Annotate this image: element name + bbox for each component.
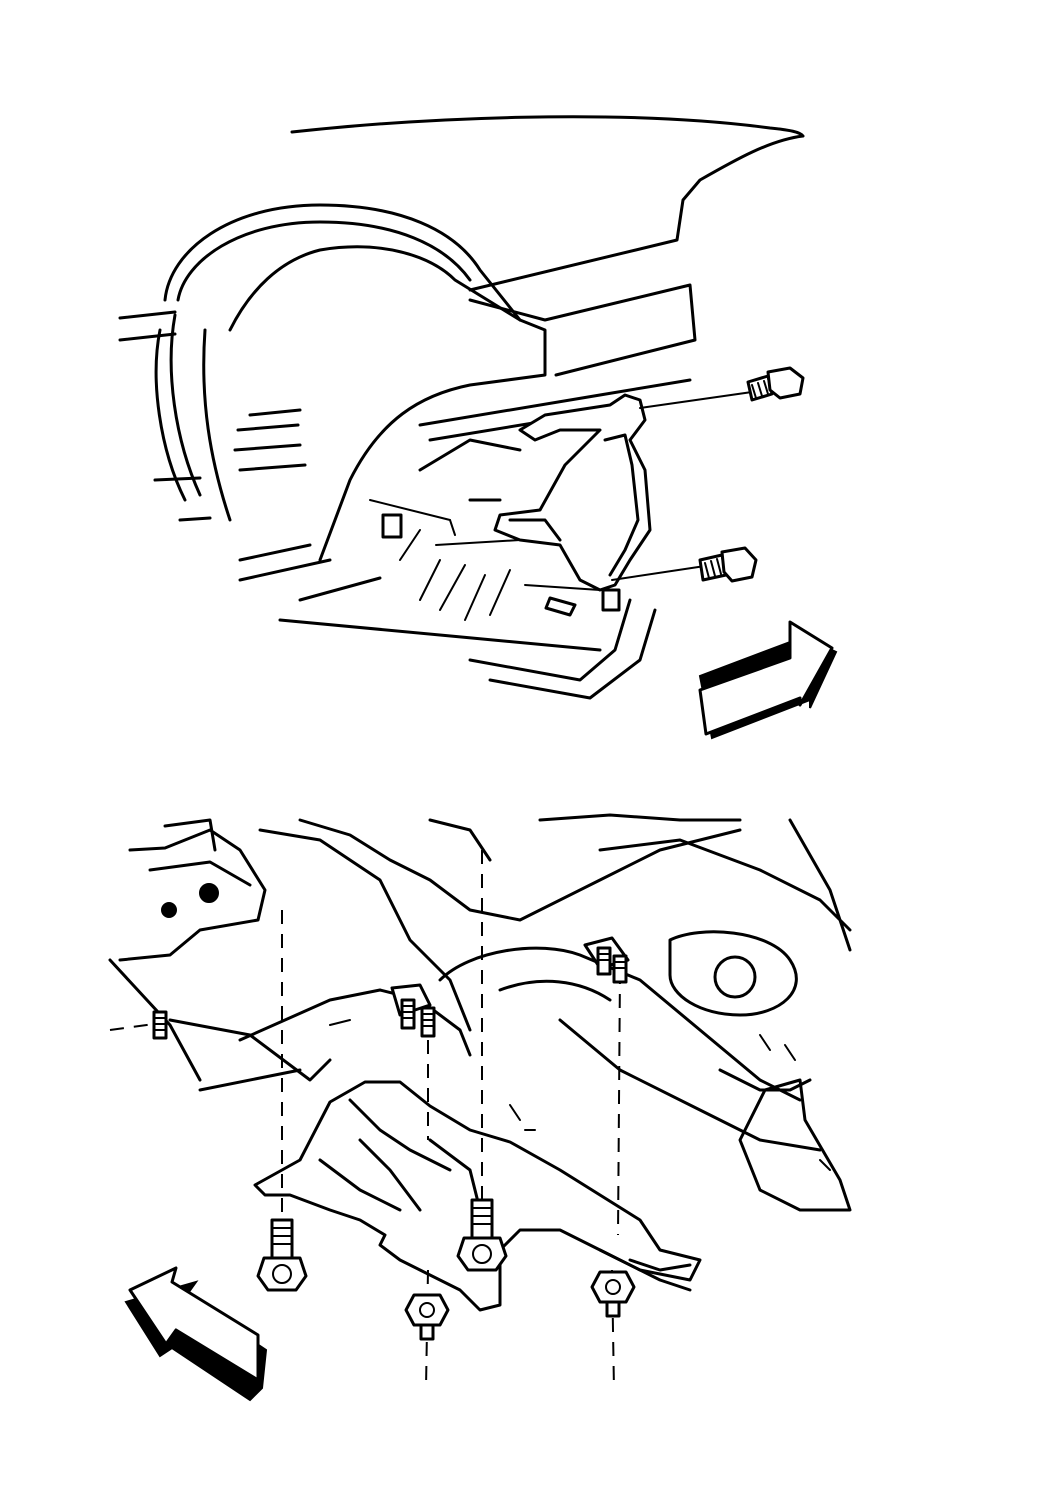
stud-left-guide [109,1023,155,1031]
stud-right-pair [583,936,630,984]
bolt-center-head [456,1236,508,1272]
direction-arrow-front-icon [698,620,838,740]
floor-hole-2 [161,902,177,918]
underbody-shield-diagram [108,813,852,1402]
bolt-left-shank [270,1218,294,1262]
bracket-flange [508,433,640,577]
bolt-left [256,1218,308,1292]
underbody-center-structure [258,818,742,1032]
nut-right-stud [605,1300,621,1318]
floor-clip [381,513,403,539]
bracket-clip [601,588,621,612]
inner-wheelhouse [228,245,547,562]
bolt-upper-leader [639,391,753,409]
bolt-lower-head [720,546,758,583]
frame-rail [418,378,692,502]
stud-left [109,1010,168,1040]
floor-hole-1 [199,883,219,903]
bolt-lower [611,546,758,583]
spare-tire-well-hole [713,955,757,999]
stud-center-2 [420,1006,436,1038]
bolt-center-shank [470,1198,494,1244]
wheelhouse-ribs [233,408,307,472]
underbody-right-structure [428,813,852,952]
nut-left-body [404,1293,450,1327]
nut-right-hole [605,1279,621,1295]
exhaust-tunnel [438,946,802,1102]
stud-center-thread [401,1005,435,1027]
nut-right-body [590,1270,636,1304]
stud-center-1 [400,998,416,1030]
bolt-lower-thread [704,558,722,579]
bolt-upper-head [766,366,805,400]
floor-tab [544,596,577,617]
bolt-upper-thread [751,380,769,399]
nut-left-hole [419,1302,435,1318]
bottom-illustration-panel [0,790,1052,1488]
heat-shield-ribs [318,1098,482,1212]
underbody-left-structure [118,828,267,962]
heat-shield-flange [598,1248,692,1292]
rear-bracket [738,1078,852,1212]
underbody-crossmember [108,818,332,1082]
wheelhouse-liner [154,313,232,522]
guide-line-6 [611,1269,615,1391]
floor-pan-edge [468,598,657,700]
spare-tire-well [668,930,798,1017]
bolt-left-head-detail [272,1264,292,1284]
wheel-arch-inner [176,220,472,302]
direction-arrow-rear-body [128,1266,260,1382]
quarter-panel-upper-line [290,115,805,292]
underbody-detail-marks [329,1019,831,1171]
nut-left [404,1293,450,1341]
nut-right [590,1270,636,1318]
bolt-center [456,1198,508,1272]
top-illustration-panel [118,115,838,740]
bolt-left-head [256,1256,308,1292]
wheel-arch-outer [163,203,522,322]
bolt-upper [639,366,805,409]
floor-hatch [369,499,511,621]
direction-arrow-front-body [698,620,834,736]
bolt-center-head-detail [472,1244,492,1264]
direction-arrow-rear-icon [124,1266,268,1402]
nut-left-stud [419,1323,435,1341]
body-sill-lines [118,310,212,522]
rocker-edge [238,543,602,652]
guide-line-3 [617,969,621,1236]
quarter-panel-lower-line [468,283,697,377]
stud-center-pair [390,983,436,1038]
bolt-lower-leader [611,565,706,581]
bracket-locator-pin [435,539,601,591]
bolt-left-thread [271,1227,293,1245]
bolt-center-thread [471,1207,493,1225]
wheelhouse-bracket-diagram [118,115,838,740]
stud-right-thread [597,953,627,969]
stud-left-thread [153,1017,167,1031]
